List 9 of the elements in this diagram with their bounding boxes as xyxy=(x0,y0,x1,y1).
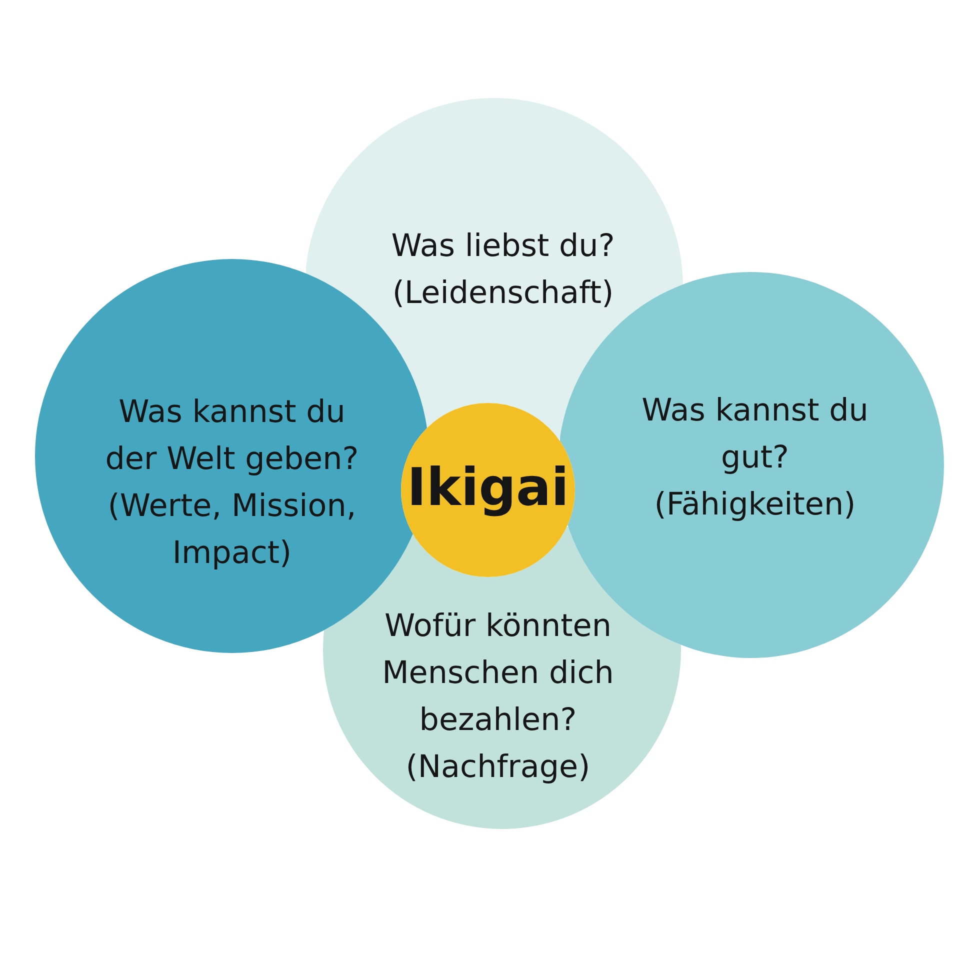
keyword-text: (Fähigkeiten) xyxy=(654,486,856,522)
question-text: Was liebst du? xyxy=(391,228,615,264)
center-title: Ikigai xyxy=(407,458,569,518)
question-text: Was kannst du gut? xyxy=(642,392,868,476)
keyword-text: (Nachfrage) xyxy=(406,749,590,785)
question-text: Was kannst du der Welt geben? xyxy=(105,394,359,477)
keyword-text: (Werte, Mission, Impact) xyxy=(108,488,356,571)
keyword-text: (Leidenschaft) xyxy=(392,275,614,311)
question-text: Wofür könnten Menschen dich bezahlen? xyxy=(382,608,614,738)
